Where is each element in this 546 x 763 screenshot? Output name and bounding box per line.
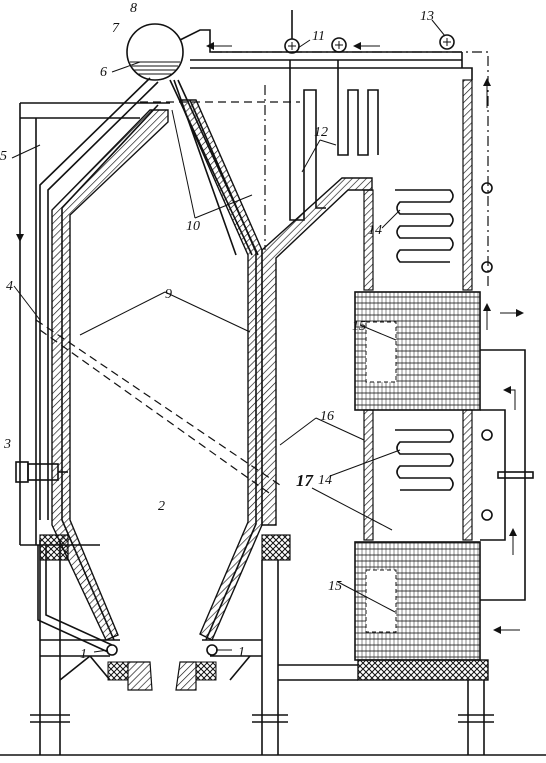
shaft-wall-right-2 [462, 409, 473, 541]
downcomer-pipe [37, 77, 159, 653]
label-14-lower: 14 [318, 473, 332, 488]
flue-path-outline [212, 51, 489, 290]
valve-13 [439, 34, 455, 50]
label-17: 17 [296, 471, 315, 490]
label-15-upper: 15 [352, 319, 366, 334]
label-1-left: 1 [80, 647, 87, 662]
label-10: 10 [186, 219, 200, 234]
flow-arrows [16, 42, 524, 634]
furnace-right-wall [178, 99, 263, 641]
shaft-wall-left [363, 189, 374, 291]
burner-hopper [127, 661, 197, 691]
label-1-right: 1 [238, 645, 245, 660]
steam-drum [126, 23, 184, 81]
label-6: 6 [100, 65, 107, 80]
economiser-coil-upper [395, 182, 493, 273]
label-11: 11 [312, 29, 325, 44]
label-9: 9 [165, 287, 172, 302]
label-4: 4 [6, 279, 13, 294]
superheater-coils [289, 60, 379, 221]
shaft-wall-right [462, 79, 473, 291]
furnace-left-wall [51, 109, 169, 641]
valve-11 [284, 10, 300, 54]
label-16: 16 [320, 409, 334, 424]
label-3: 3 [3, 437, 11, 452]
steam-header [179, 29, 473, 80]
collector-left [106, 644, 118, 656]
label-12: 12 [314, 125, 328, 140]
economiser-coil-lower [395, 429, 493, 521]
leader-lines [11, 19, 446, 653]
label-2: 2 [158, 499, 165, 514]
label-8: 8 [130, 1, 137, 16]
riser-tubes [169, 79, 259, 256]
support-columns [30, 540, 494, 755]
label-5: 5 [0, 149, 7, 164]
valve [15, 461, 68, 483]
label-14-upper: 14 [368, 223, 382, 238]
collector-right [206, 644, 218, 656]
label-15-lower: 15 [328, 579, 342, 594]
shaft-wall-left-2 [363, 409, 374, 541]
base-block [357, 659, 489, 681]
partition-wall [261, 177, 373, 526]
air-duct [480, 349, 534, 601]
label-13: 13 [420, 9, 434, 24]
label-7: 7 [112, 21, 120, 36]
